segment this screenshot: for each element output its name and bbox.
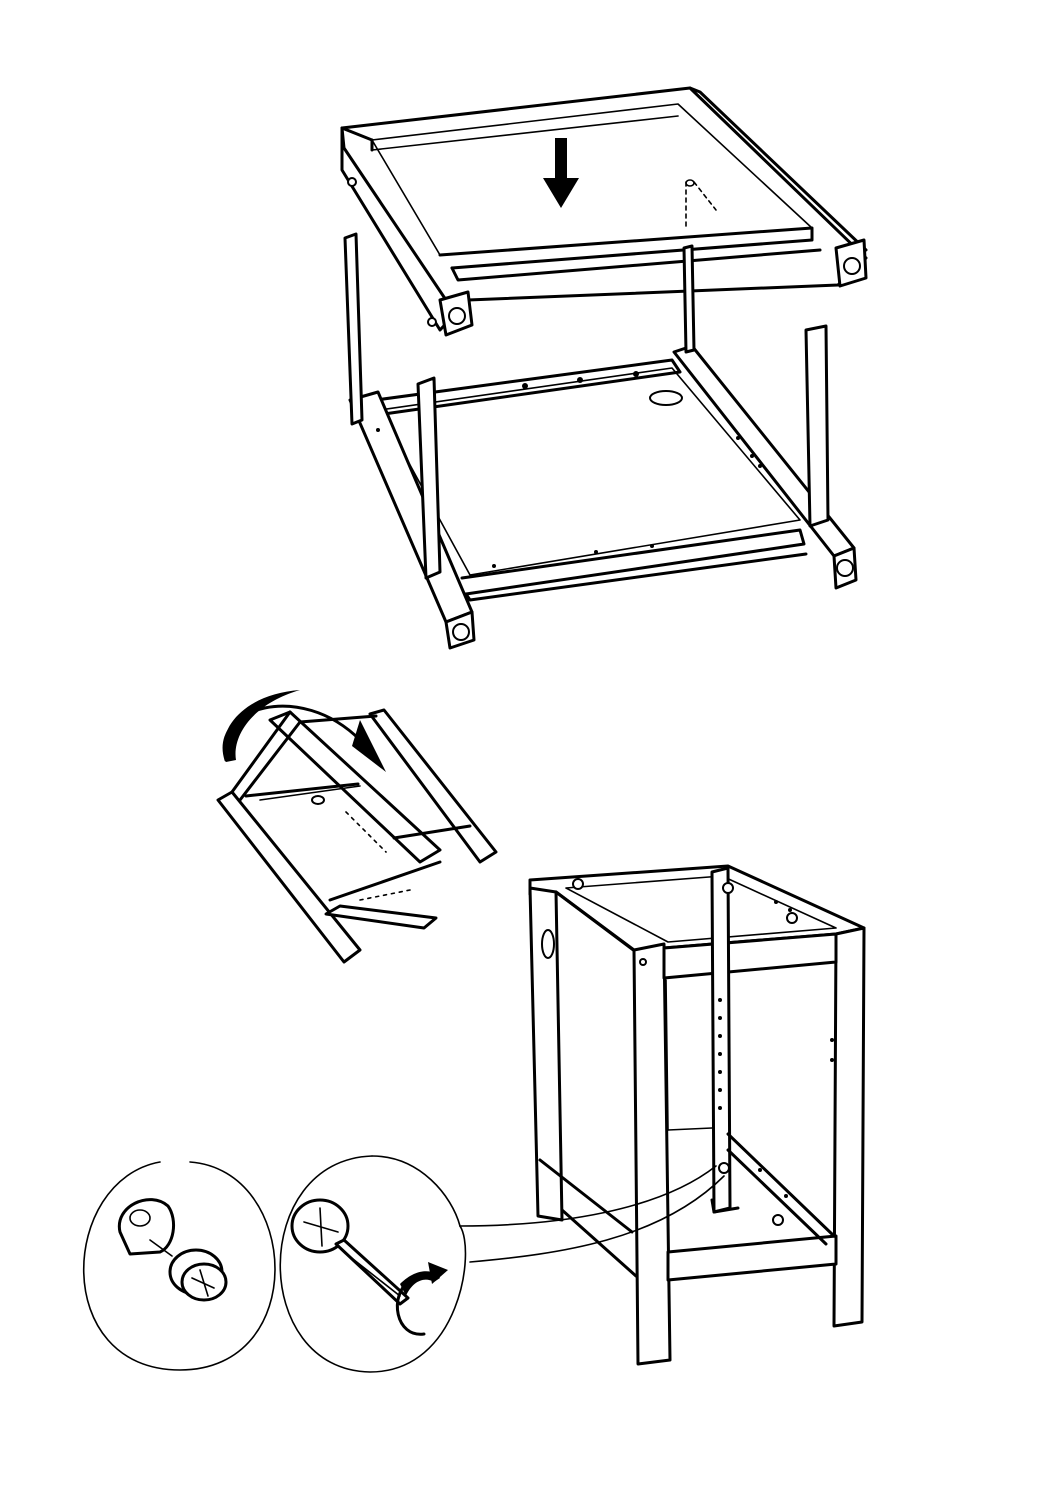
step-lower-frame xyxy=(342,88,866,648)
detail-bubble-cam-lock xyxy=(84,1162,275,1370)
step-cam-lock-detail xyxy=(84,866,864,1372)
step-flip-frame xyxy=(218,690,496,962)
top-frame xyxy=(342,88,866,335)
screwdriver-icon xyxy=(336,1240,408,1304)
upright-frame xyxy=(530,866,864,1364)
cam-lock-icon xyxy=(119,1200,226,1300)
